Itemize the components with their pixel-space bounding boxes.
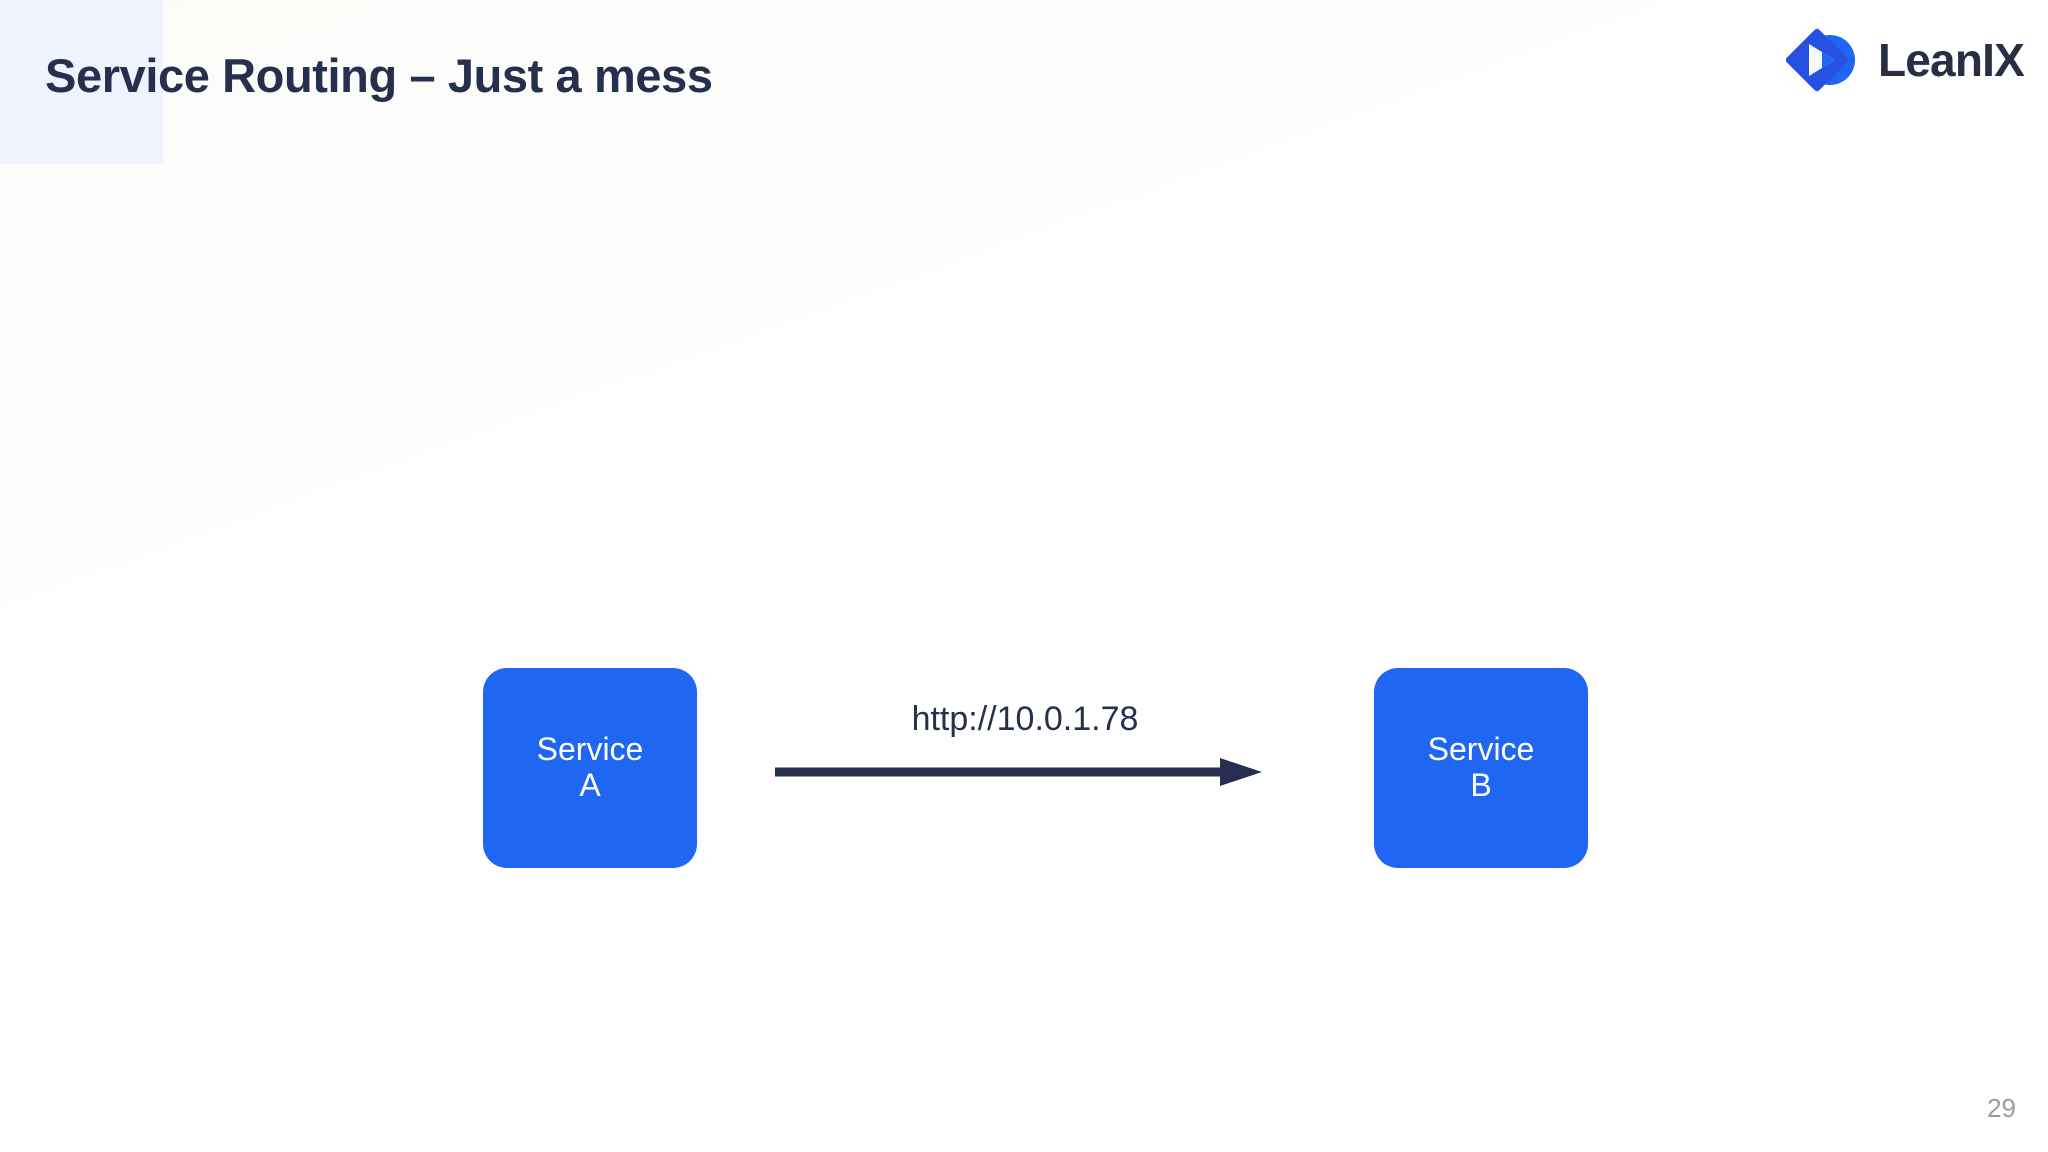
service-node-a: Service A bbox=[483, 668, 697, 868]
service-node-b: Service B bbox=[1374, 668, 1588, 868]
page-number: 29 bbox=[1987, 1093, 2016, 1123]
service-edge-a-to-b: http://10.0.1.78 bbox=[775, 700, 1275, 800]
service-node-b-line2: B bbox=[1470, 767, 1492, 803]
leanix-logo-mark bbox=[1785, 26, 1858, 94]
page-title: Service Routing – Just a mess bbox=[45, 49, 713, 102]
leanix-logo: LeanIX bbox=[1785, 24, 2025, 96]
service-node-a-line2: A bbox=[579, 767, 601, 803]
leanix-wordmark: LeanIX bbox=[1877, 34, 2025, 86]
edge-label-url: http://10.0.1.78 bbox=[911, 700, 1139, 738]
accent-square-decoration bbox=[0, 0, 163, 164]
service-node-b-line1: Service bbox=[1427, 731, 1535, 768]
edge-arrow-icon bbox=[775, 758, 1262, 786]
service-node-a-line1: Service bbox=[536, 731, 644, 768]
